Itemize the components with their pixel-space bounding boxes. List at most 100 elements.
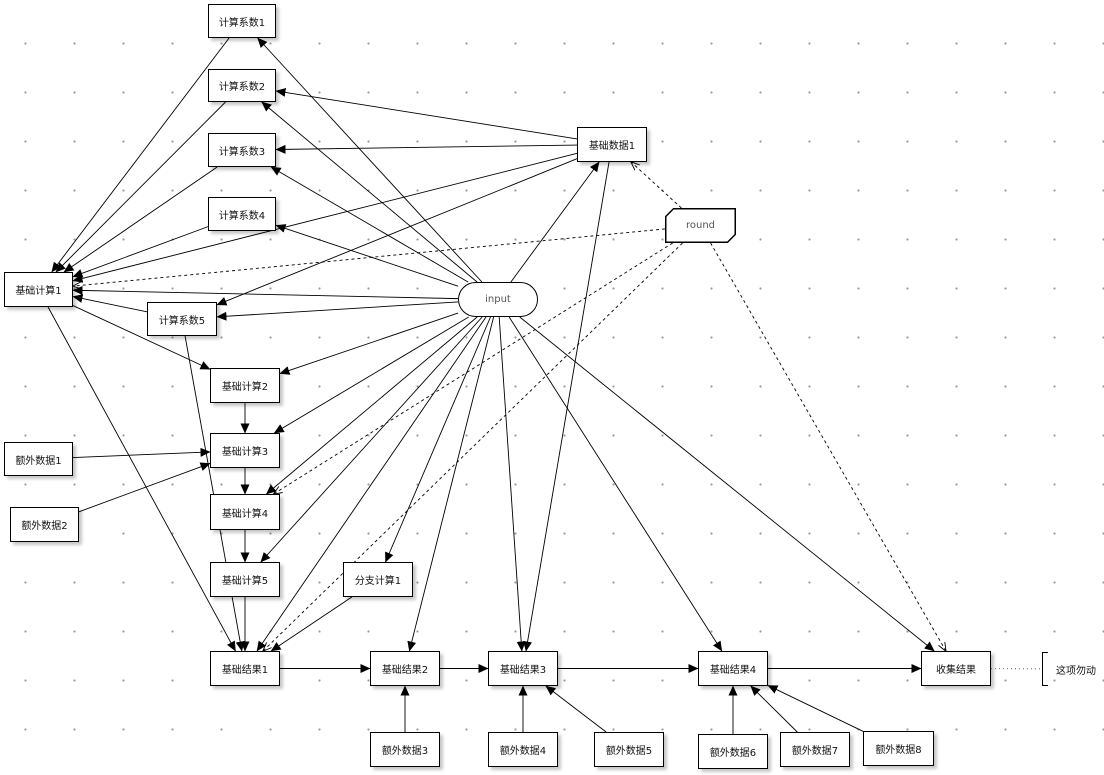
- node-extra4[interactable]: 额外数据4: [488, 732, 558, 767]
- edge-input-to-coef2: [261, 101, 478, 283]
- edge-round-to-basecalc4: [274, 242, 673, 494]
- node-label: 分支计算1: [354, 576, 402, 587]
- edge-extra1-to-basecalc3: [72, 447, 211, 459]
- node-label: 额外数据2: [21, 521, 68, 532]
- edge-input-to-collect: [519, 316, 935, 652]
- edge-basecalc1-to-basecalc2: [72, 305, 211, 370]
- node-basecalc3[interactable]: 基础计算3: [210, 433, 280, 468]
- node-extra2[interactable]: 额外数据2: [10, 507, 79, 542]
- node-label: 基础计算4: [221, 508, 269, 520]
- node-basedata1[interactable]: 基础数据1: [577, 127, 647, 162]
- node-coef2[interactable]: 计算系数2: [208, 69, 276, 102]
- node-extra7[interactable]: 额外数据7: [780, 732, 850, 767]
- node-label: 计算系数2: [218, 82, 266, 93]
- edge-coef3-to-basecalc1: [63, 166, 218, 273]
- edge-round-to-result1: [263, 242, 683, 651]
- node-label: 基础结果1: [221, 665, 269, 676]
- node-label: 基础结果4: [709, 665, 757, 676]
- node-label: 基础计算1: [15, 286, 62, 297]
- node-result4[interactable]: 基础结果4: [698, 651, 768, 686]
- edge-input-to-coef3: [270, 166, 469, 283]
- node-label: 基础计算3: [221, 447, 269, 458]
- node-label: round: [685, 220, 716, 231]
- manual-operation-shape: [665, 208, 736, 243]
- edge-branch1-to-result1: [270, 596, 353, 652]
- node-label: 额外数据8: [875, 745, 922, 756]
- node-label: 额外数据7: [791, 746, 839, 757]
- edge-input-to-coef4: [275, 224, 459, 287]
- node-basecalc5[interactable]: 基础计算5: [210, 562, 280, 597]
- edge-input-to-result2: [407, 316, 495, 652]
- edge-extra5-to-result3: [545, 685, 607, 733]
- node-extra8[interactable]: 额外数据8: [863, 731, 934, 766]
- node-label: 基础计算5: [221, 576, 269, 587]
- edge-input-to-result3: [498, 316, 526, 652]
- node-round[interactable]: round: [665, 208, 736, 243]
- node-extra5[interactable]: 额外数据5: [594, 732, 664, 767]
- node-label: 额外数据3: [381, 746, 429, 757]
- edge-coef5-to-result1: [184, 335, 245, 652]
- edge-coef5-to-basecalc1: [72, 294, 148, 313]
- node-label: input: [485, 294, 511, 305]
- edge-coef1-to-basecalc1: [51, 37, 230, 273]
- node-extra1[interactable]: 额外数据1: [4, 442, 73, 476]
- edge-round-to-collect: [710, 242, 946, 651]
- edge-input-to-result4: [508, 316, 723, 652]
- edge-basedata1-to-coef3: [275, 144, 578, 154]
- node-label: 计算系数1: [218, 17, 266, 29]
- annotation-text: 这项勿动: [1056, 665, 1096, 677]
- edge-basedata1-to-basecalc1: [72, 152, 578, 283]
- node-basecalc4[interactable]: 基础计算4: [210, 494, 280, 530]
- annotation-bracket: [1042, 652, 1048, 686]
- edge-basecalc1-to-result1: [47, 306, 236, 652]
- edge-round-to-basecalc1: [73, 228, 666, 286]
- edge-basedata1-to-coef2: [275, 87, 578, 140]
- edge-input-to-branch1: [385, 316, 491, 563]
- edge-input-to-basecalc3: [273, 316, 469, 434]
- edge-input-to-basecalc4: [266, 316, 478, 495]
- node-label: 基础计算2: [221, 382, 269, 393]
- node-label: 额外数据5: [605, 746, 653, 757]
- node-label: 计算系数5: [158, 315, 206, 327]
- edge-input-to-basedata1: [510, 161, 600, 283]
- edge-round-to-basedata1: [631, 162, 682, 209]
- edge-input-to-basecalc5: [260, 316, 483, 563]
- node-label: 基础结果3: [499, 665, 547, 676]
- node-extra3[interactable]: 额外数据3: [370, 732, 440, 767]
- edge-basedata1-to-coef5: [216, 158, 578, 306]
- node-basecalc2[interactable]: 基础计算2: [210, 368, 280, 403]
- node-result3[interactable]: 基础结果3: [488, 651, 558, 686]
- edge-extra2-to-basecalc3: [78, 462, 211, 513]
- node-coef4[interactable]: 计算系数4: [208, 197, 276, 231]
- edge-input-to-coef5: [216, 301, 459, 321]
- node-coef3[interactable]: 计算系数3: [208, 133, 276, 167]
- node-label: 额外数据4: [499, 746, 547, 757]
- edge-input-to-coef1: [257, 37, 483, 283]
- edge-coef4-to-basecalc1: [72, 226, 209, 278]
- node-label: 计算系数3: [218, 146, 266, 158]
- node-extra6[interactable]: 额外数据6: [698, 734, 768, 769]
- edge-input-to-basecalc1: [72, 285, 459, 300]
- annotation-note[interactable]: 这项勿动: [1042, 652, 1100, 686]
- node-coef5[interactable]: 计算系数5: [147, 302, 217, 336]
- node-basecalc1[interactable]: 基础计算1: [4, 272, 73, 307]
- edge-input-to-basecalc2: [279, 312, 459, 375]
- node-label: 计算系数4: [218, 210, 266, 222]
- node-collect[interactable]: 收集结果: [921, 651, 991, 686]
- edge-extra8-to-result4: [767, 685, 864, 732]
- edge-extra7-to-result4: [750, 685, 798, 733]
- node-coef1[interactable]: 计算系数1: [208, 4, 276, 38]
- edge-input-to-result1: [256, 316, 487, 652]
- node-label: 额外数据1: [15, 455, 62, 467]
- edge-coef2-to-basecalc1: [55, 101, 226, 273]
- node-branch1[interactable]: 分支计算1: [343, 562, 413, 597]
- node-label: 基础数据1: [588, 141, 636, 152]
- node-label: 收集结果: [936, 665, 976, 676]
- node-label: 基础结果2: [381, 665, 429, 676]
- edge-basedata1-to-result3: [523, 161, 610, 652]
- node-label: 额外数据6: [709, 748, 757, 759]
- node-result1[interactable]: 基础结果1: [210, 651, 280, 686]
- node-input[interactable]: input: [458, 282, 538, 317]
- node-result2[interactable]: 基础结果2: [370, 651, 440, 686]
